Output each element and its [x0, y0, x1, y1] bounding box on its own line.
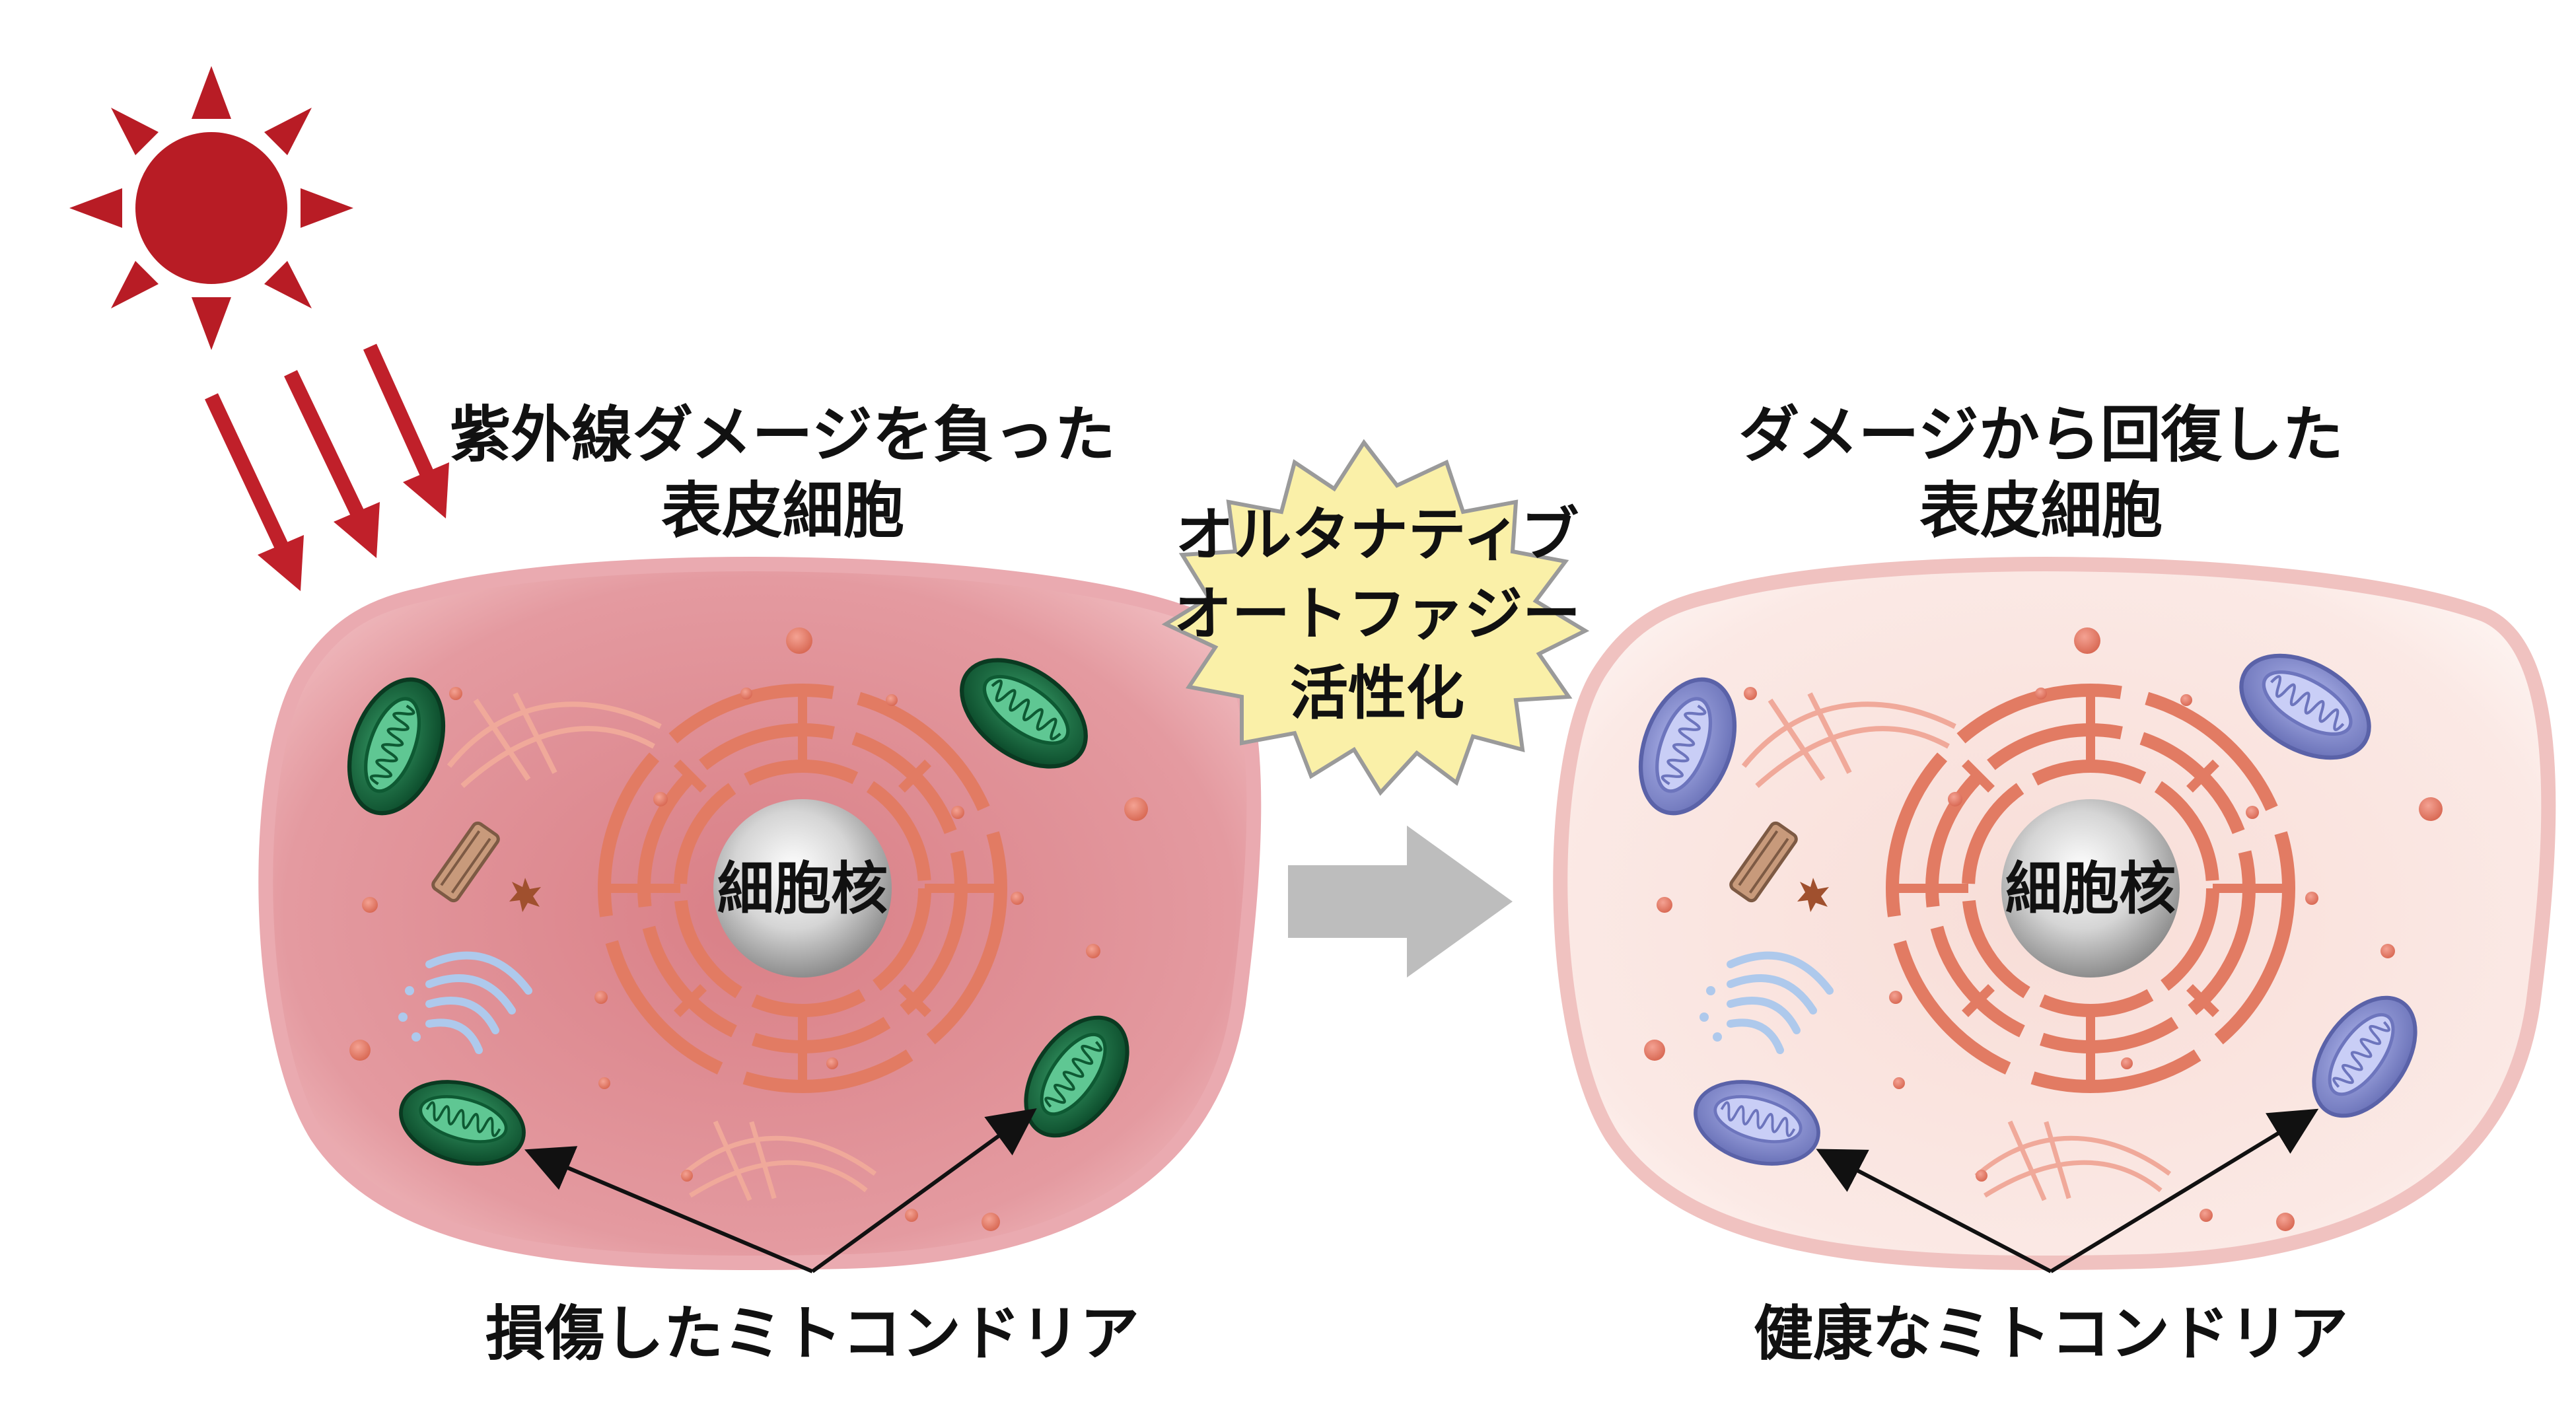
damaged-cell-title-line1: 紫外線ダメージを負った	[450, 400, 1115, 470]
sun-icon	[69, 66, 353, 350]
healthy-mito-pointers	[1816, 1108, 2319, 1273]
burst-text-line2: オートファジー	[1174, 580, 1581, 648]
cytoplasm-vesicles	[349, 627, 1148, 1231]
nucleus-label-left: 細胞核	[717, 856, 888, 922]
process-arrow-icon	[1288, 826, 1513, 978]
damaged-cell-title-line2: 表皮細胞	[661, 476, 904, 546]
damaged-mito-pointers	[524, 1108, 1037, 1273]
burst-text-line1: オルタナティブ	[1176, 501, 1579, 569]
damaged-cell	[258, 557, 1262, 1271]
cytoplasm-vesicles	[1644, 627, 2443, 1231]
recovered-cell	[1553, 557, 2556, 1271]
autophagy-burst	[1161, 439, 1590, 796]
healthy-mito-label: 健康なミトコンドリア	[1754, 1299, 2348, 1369]
recovered-cell-title-line1: ダメージから回復した	[1738, 400, 2343, 470]
burst-text-line3: 活性化	[1290, 659, 1464, 727]
nucleus-label-right: 細胞核	[2005, 856, 2176, 922]
damaged-mito-label: 損傷したミトコンドリア	[485, 1299, 1139, 1369]
uv-ray-arrow	[205, 343, 449, 591]
nucleus	[2001, 799, 2180, 978]
nucleus	[713, 799, 892, 978]
recovered-cell-title-line2: 表皮細胞	[1919, 476, 2163, 546]
